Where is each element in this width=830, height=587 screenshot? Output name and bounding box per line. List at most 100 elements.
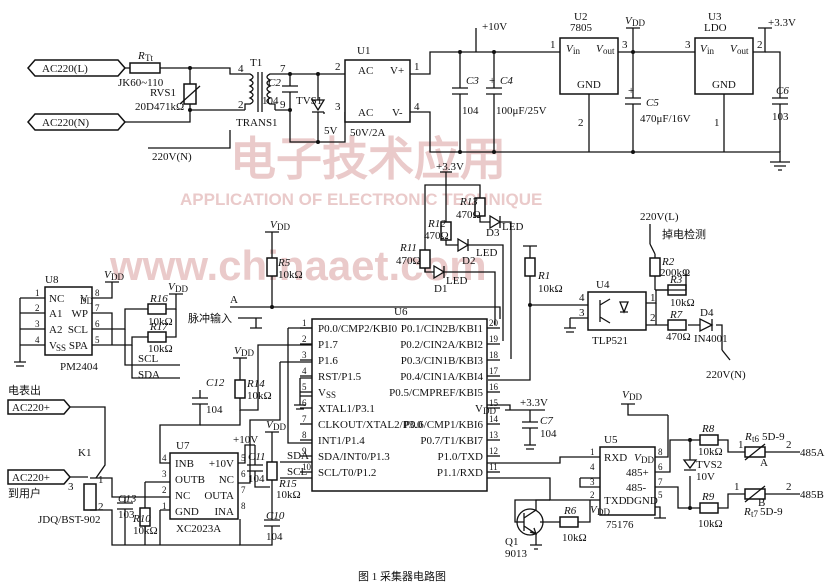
label-ac-in: AC220+ [12,402,50,414]
resistor-r6 [559,516,579,528]
wire [148,130,231,149]
u6-pin-label: CLKOUT/XTAL2/P3.0 [318,419,423,431]
capacitor-c4 [486,52,502,152]
label-u7: U7 [176,440,190,452]
junction [528,303,532,307]
u6-pin-number: 19 [489,334,499,344]
label-q1-vdd-sub: DD [597,507,610,517]
pin-u1-3: 3 [335,101,341,113]
u6-pin-number: 17 [489,366,499,376]
label-trans1: TRANS1 [236,117,278,129]
label-d4-part: IN4001 [694,333,728,345]
junction [492,150,496,154]
label-tvs2-val: 10V [696,471,715,483]
wire [265,431,279,510]
u6-pin-number: 6 [302,398,307,408]
label-u3: U3 [708,11,722,23]
label-k1: K1 [78,447,91,459]
wire-net-a [230,306,501,319]
u7-pin-label: INB [175,458,194,470]
u6-pin-label: INT1/P1.4 [318,435,365,447]
wire [540,500,591,523]
label-u4-part: TLP521 [592,335,628,347]
transceiver-u5 [599,446,656,516]
u8-pin-label: NC [49,293,64,305]
wire [487,456,600,501]
transformer-t1 [244,72,276,112]
wire [239,344,312,411]
ground-icon [770,161,790,171]
u6-pin-number: 7 [302,414,307,424]
u7-pin-label: NC [175,490,190,502]
u8-vss-sub: SS [56,343,66,353]
resistor-r17 [147,331,167,343]
wire-gnd [410,111,781,162]
u6-pin-label: P1.1/RXD [437,467,483,479]
label-485b: 485B [800,489,824,501]
label-vdd1-sub: DD [632,18,645,28]
mcu-u6 [311,318,488,492]
wire [275,109,346,143]
pin-u4-3: 3 [579,307,585,319]
label-r11-val: 470Ω [396,255,421,267]
capacitor-c3 [452,52,468,152]
label-u3-vin-sub: in [707,46,715,56]
label-c12: C12 [206,377,225,389]
u7-pin-number: 6 [241,469,246,479]
wire [287,327,312,444]
label-r5-vdd: V [270,219,278,231]
wire [265,231,279,307]
label-u8-vdd-sub: DD [111,272,124,282]
capacitor-c7 [522,410,538,450]
junction [631,150,635,154]
wire [744,443,766,461]
label-u3-vin: V [700,43,708,55]
label-r12-val: 470Ω [424,230,449,242]
wire [144,481,170,545]
label-r15-val: 10kΩ [276,489,301,501]
pin-u4-1: 1 [650,292,656,304]
u7-pin-label: +10V [209,458,234,470]
label-c6-val: 103 [772,111,789,123]
label-u1: U1 [357,45,370,57]
label-q1-part: 9013 [505,548,528,560]
u8-pin-label: SPA [69,340,88,352]
label-c4-val: 100μF/25V [496,105,547,117]
junction [688,506,692,510]
u8-pin-label: WP [72,308,89,320]
u8-vdd-sub: DD [80,296,93,306]
wire [744,485,766,503]
pin-u3-1: 1 [714,117,720,129]
u8-pin-label: A1 [49,308,62,320]
label-ac-user: AC220+ [12,472,50,484]
label-220vn: 220V(N) [152,151,192,163]
label-r13-val: 470Ω [456,209,481,221]
label-u1-vp: V+ [390,65,404,77]
wire [514,499,550,523]
label-r10: R10 [132,513,151,525]
u6-pin-label: P1.7 [318,339,338,351]
label-u1-ac1: AC [358,65,373,77]
junction [316,72,320,76]
label-r6: R6 [563,505,577,517]
label-d2-led: LED [476,247,497,259]
label-r1-val: 10kΩ [538,283,563,295]
label-u3-part: LDO [704,22,727,34]
watermark-subtitle: APPLICATION OF ELECTRONIC TECHNIQUE [180,190,542,209]
label-r5: R5 [277,257,291,269]
u8-pin-number: 7 [95,303,100,313]
wire [159,509,170,545]
wire [124,329,180,379]
u5-pin-number: 1 [590,447,595,457]
resistor-r9 [699,502,719,514]
resistor-r7 [667,319,687,331]
label-r15: R15 [278,478,297,490]
label-u3-gnd: GND [712,79,736,91]
u8-pin-label: V [49,340,57,352]
label-rt7-b: B [758,497,765,509]
u6-pin-number: 20 [489,318,499,328]
label-r6-val: 10kΩ [562,532,587,544]
